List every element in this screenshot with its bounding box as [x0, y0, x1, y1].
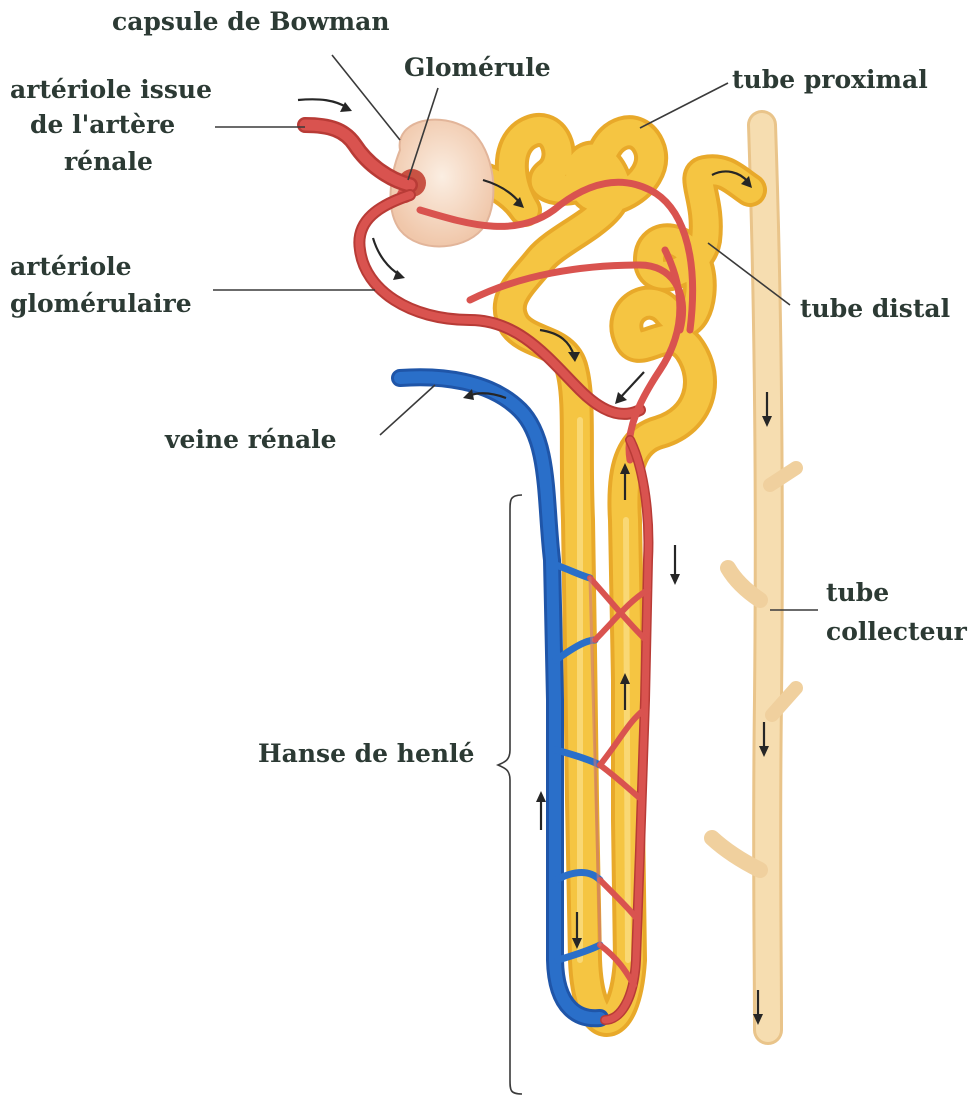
- collecting-duct: [712, 125, 796, 1030]
- label-glomerule: Glomérule: [404, 53, 551, 82]
- label-tube-collecteur-line1: tube: [826, 578, 889, 607]
- label-arteriole-issue-line1: artériole issue: [10, 75, 212, 104]
- label-tube-distal: tube distal: [800, 294, 950, 323]
- label-tube-proximal: tube proximal: [732, 65, 928, 94]
- label-capsule-bowman: capsule de Bowman: [112, 7, 390, 36]
- label-hanse-henle: Hanse de henlé: [258, 739, 474, 768]
- label-arteriole-issue-line3: rénale: [64, 147, 153, 176]
- label-arteriole-issue-line2: de l'artère: [30, 110, 175, 139]
- label-arteriole-glom-line2: glomérulaire: [10, 289, 192, 318]
- label-arteriole-glom-line1: artériole: [10, 252, 132, 281]
- label-tube-collecteur-line2: collecteur: [826, 617, 968, 646]
- label-veine-renale: veine rénale: [164, 425, 337, 454]
